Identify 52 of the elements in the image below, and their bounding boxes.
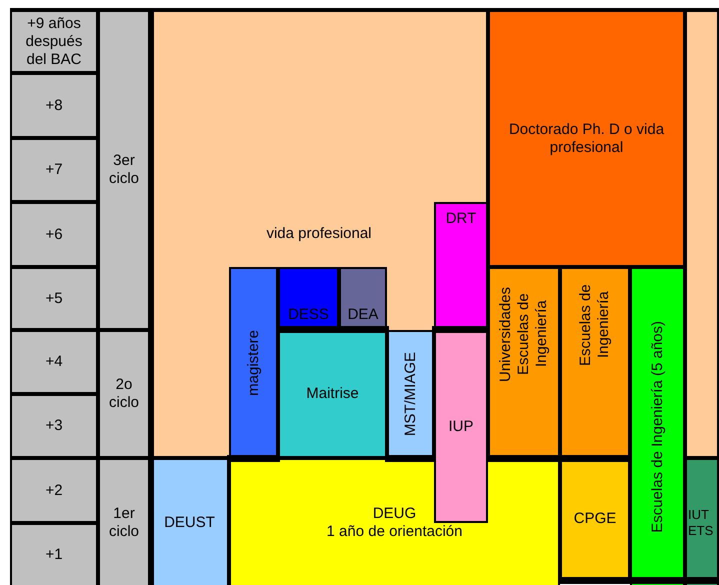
stage-label: Doctorado Ph. D o vida profesional: [508, 120, 666, 156]
year-cell: [10, 138, 98, 202]
stage-label: 3er ciclo: [108, 152, 140, 188]
year-cell: [10, 458, 98, 523]
degree-block: [229, 458, 560, 585]
stage-label: +3: [44, 417, 64, 435]
stage-label: IUT ETS: [688, 506, 714, 538]
stage-label: +9 años después del BAC: [24, 14, 84, 68]
stage-label: Escuelas de Ingeniería (5 años): [648, 321, 666, 533]
year-cell: [10, 394, 98, 458]
stage-label: +2: [44, 482, 64, 500]
year-cell: [10, 330, 98, 394]
stage-label: 2o ciclo: [108, 376, 140, 412]
stage-label: DEUG: [372, 504, 418, 522]
stage-label: +4: [44, 353, 64, 371]
stage-label: +5: [44, 290, 64, 308]
school-block: [560, 267, 630, 458]
cycle-cell: [98, 10, 150, 330]
stage-label: +7: [44, 161, 64, 179]
cycle-cell: [98, 458, 150, 585]
school-block: [488, 267, 560, 458]
cycle-cell: [98, 330, 150, 458]
stage-label: DESS: [287, 306, 330, 324]
stage-label: magistere: [244, 330, 262, 396]
year-cell: [10, 202, 98, 267]
degree-block: [434, 330, 488, 523]
stage-label: 1er ciclo: [108, 504, 140, 540]
stage-label: CPGE: [572, 510, 618, 528]
stage-label: vida profesional: [265, 225, 373, 243]
year-cell: [10, 267, 98, 330]
degree-block: [387, 330, 434, 458]
stage-label: Escuelas de Ingeniería: [576, 283, 613, 368]
stage-label: DRT: [444, 210, 478, 228]
stage-label: +1: [44, 546, 64, 564]
doctorate-block: [488, 10, 685, 267]
stage-label: DEUST: [163, 514, 216, 532]
stage-label: DEA: [346, 306, 380, 324]
degree-block: [278, 330, 387, 458]
degree-block: [229, 267, 278, 458]
stage-label: MST/MIAGE: [400, 352, 420, 436]
stage-label: Universidades Escuelas de Ingeniería: [496, 285, 551, 384]
career-block: [685, 10, 719, 458]
school-block: [630, 267, 685, 585]
stage-note: 1 año de orientación: [326, 522, 464, 540]
stage-label: Maitrise: [305, 385, 360, 403]
stage-label: +6: [44, 226, 64, 244]
year-cell: [10, 523, 98, 585]
stage-label: +8: [44, 96, 64, 114]
school-block: [685, 458, 719, 585]
year-cell: [10, 10, 98, 73]
stage-label: IUP: [447, 418, 474, 436]
year-cell: [10, 73, 98, 138]
